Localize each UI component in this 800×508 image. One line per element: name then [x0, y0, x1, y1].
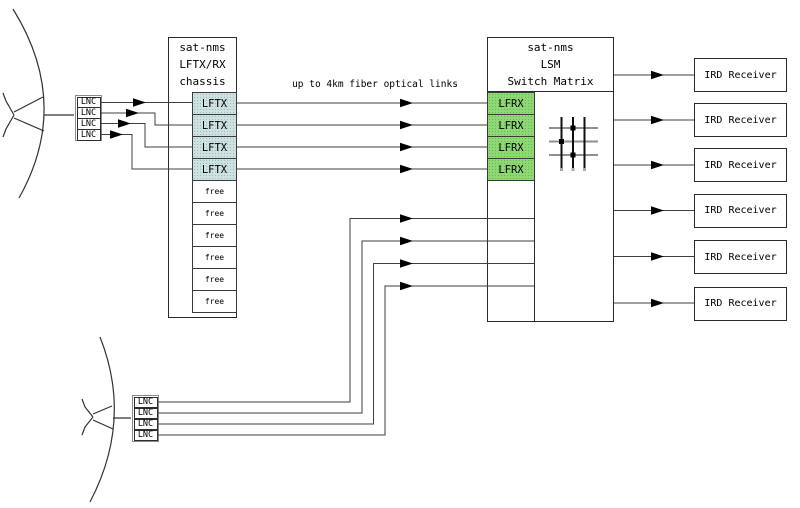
free-slot-label: free	[204, 253, 225, 262]
dish-antenna-bottom	[81, 336, 131, 503]
arrow-icon	[400, 259, 413, 268]
ird-receiver-box: IRD Receiver	[694, 193, 787, 228]
lftx-module: LFTX	[192, 158, 237, 181]
free-slot: free	[192, 180, 237, 203]
lnc-stack-bottom: LNC LNC LNC LNC	[131, 395, 159, 442]
lftx-module: LFTX	[192, 92, 237, 115]
free-slot-label: free	[204, 209, 225, 218]
lftx-module: LFTX	[192, 114, 237, 137]
lnc-label: LNC	[137, 419, 154, 430]
arrow-icon	[651, 70, 664, 80]
lsm-title-line2: LSM	[540, 58, 561, 71]
dish-antenna-top	[2, 8, 74, 199]
lftx-module: LFTX	[192, 136, 237, 159]
arrow-icon	[651, 298, 664, 308]
feed-cone	[92, 405, 114, 430]
free-slot: free	[192, 268, 237, 291]
ird-receiver-box: IRD Receiver	[694, 103, 787, 137]
ird-receiver-box: IRD Receiver	[694, 58, 787, 92]
chassis-title-line3: chassis	[179, 75, 226, 88]
lftx-module-label: LFTX	[201, 119, 228, 132]
lsm-title-line1: sat-nms	[527, 41, 574, 54]
feedhorn-icon	[81, 398, 94, 436]
arrow-icon	[400, 164, 413, 174]
lnc-label: LNC	[137, 397, 154, 408]
ird-receiver-box: IRD Receiver	[694, 148, 787, 182]
lsm-title-line3: Switch Matrix	[507, 75, 594, 88]
arrow-icon	[400, 142, 413, 152]
lnc-label: LNC	[80, 129, 97, 140]
ird-receiver-box: IRD Receiver	[694, 286, 787, 321]
lftx-module-label: LFTX	[201, 97, 228, 110]
arrow-icon	[651, 160, 664, 170]
free-slot-label: free	[204, 297, 225, 306]
ird-receiver-label: IRD Receiver	[704, 205, 777, 216]
arrow-icon	[651, 206, 664, 215]
lfrx-module: LFRX	[487, 136, 535, 159]
chassis-title-line2: LFTX/RX	[179, 58, 226, 71]
feed-cone	[13, 96, 45, 132]
lnc-block: LNC	[133, 418, 158, 431]
lnc-label: LNC	[80, 118, 97, 129]
lfrx-slot-column: LFRX LFRX LFRX LFRX	[487, 92, 535, 181]
arrow-icon	[400, 281, 413, 291]
ird-receiver-label: IRD Receiver	[704, 159, 777, 171]
dish-arc	[12, 8, 45, 199]
lnc-label: LNC	[137, 408, 154, 419]
lnc-block: LNC	[133, 407, 158, 420]
lftx-module-label: LFTX	[201, 163, 228, 176]
arrow-icon	[400, 98, 413, 108]
lsm-header-divider	[487, 91, 614, 92]
lfrx-module-label: LFRX	[498, 97, 524, 110]
lnc-label: LNC	[80, 97, 97, 108]
ird-receiver-label: IRD Receiver	[704, 69, 777, 81]
free-slot: free	[192, 202, 237, 225]
fiber-links-note: up to 4km fiber optical links	[292, 79, 458, 90]
dish-arc	[89, 336, 115, 503]
ird-receiver-label: IRD Receiver	[704, 251, 777, 263]
arrow-icon	[133, 98, 146, 107]
lnc-stack-top: LNC LNC LNC LNC	[74, 95, 102, 141]
arrow-icon	[126, 108, 139, 118]
feedhorn-icon	[2, 92, 15, 138]
free-slot: free	[192, 224, 237, 247]
free-slot-label: free	[204, 187, 225, 196]
lfrx-module: LFRX	[487, 114, 535, 137]
lnc-block: LNC	[133, 396, 158, 409]
free-slot-label: free	[204, 275, 225, 284]
lsm-column-divider	[534, 91, 535, 322]
lfrx-module-label: LFRX	[498, 119, 524, 132]
lnc-block: LNC	[133, 429, 158, 442]
lfrx-module-label: LFRX	[498, 163, 524, 176]
arrow-icon	[400, 120, 413, 130]
arrow-icon	[400, 214, 413, 223]
arrow-icon	[651, 252, 664, 261]
ird-receiver-label: IRD Receiver	[704, 298, 777, 309]
lftx-module-label: LFTX	[201, 141, 228, 154]
ird-receiver-box: IRD Receiver	[694, 240, 787, 274]
lfrx-module-label: LFRX	[498, 141, 524, 154]
lnc-label: LNC	[80, 108, 97, 119]
free-slot: free	[192, 290, 237, 313]
arrow-icon	[400, 236, 413, 246]
lfrx-module: LFRX	[487, 158, 535, 181]
arrow-icon	[651, 115, 664, 125]
ird-receiver-label: IRD Receiver	[704, 114, 777, 126]
arrow-icon	[110, 130, 123, 139]
lfrx-module: LFRX	[487, 92, 535, 115]
lnc-label: LNC	[137, 430, 154, 441]
free-slot: free	[192, 246, 237, 269]
chassis-slot-column: LFTX LFTX LFTX LFTX free free free free …	[192, 92, 237, 313]
lnc-block: LNC	[76, 128, 101, 141]
free-slot-label: free	[204, 231, 225, 240]
arrow-icon	[118, 119, 131, 128]
chassis-title-line1: sat-nms	[179, 41, 226, 54]
